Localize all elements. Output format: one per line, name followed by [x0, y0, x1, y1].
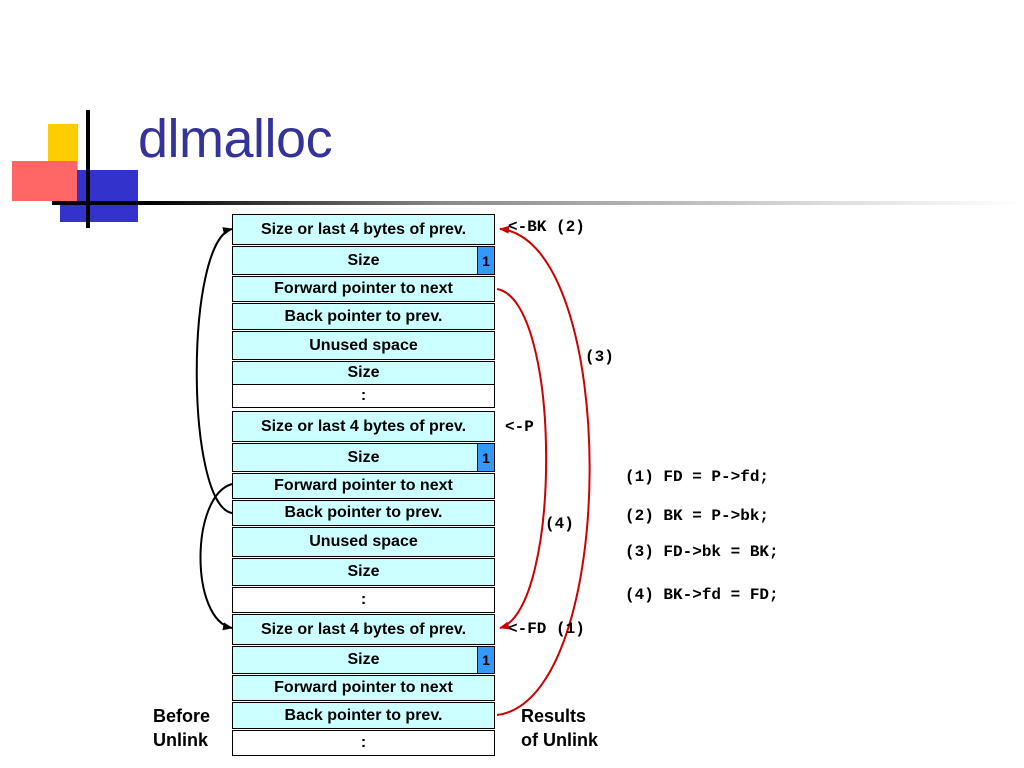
cell-back-1: Back pointer to prev. [232, 303, 495, 330]
vertical-line [86, 110, 90, 228]
cell-forward-2: Forward pointer to next [232, 473, 495, 499]
cell-size-2: Size 1 [232, 443, 495, 472]
cell-size-prev-1: Size or last 4 bytes of prev. [232, 214, 495, 245]
cell-size-label: Size [347, 251, 380, 269]
decorative-squares [12, 110, 138, 228]
cell-gap-1: : [232, 384, 495, 408]
cell-gap-3: : [232, 730, 495, 756]
cell-size-label: Size [347, 651, 380, 668]
slide-title: dlmalloc [138, 109, 333, 169]
step-2: (2) BK = P->bk; [625, 507, 770, 525]
label-bk: <-BK (2) [508, 218, 585, 236]
cell-gap-2: : [232, 587, 495, 613]
caption-results-line2: of Unlink [521, 730, 598, 750]
cell-size-3: Size 1 [232, 646, 495, 674]
caption-before-line1: Before [153, 706, 211, 726]
caption-results: Results of Unlink [521, 704, 598, 752]
forward-pointer-arrow [199, 483, 233, 631]
in-use-bit: 1 [477, 647, 494, 673]
cell-size-label: Size [347, 448, 380, 466]
caption-results-line1: Results [521, 706, 587, 726]
cell-forward-3: Forward pointer to next [232, 675, 495, 701]
caption-before-line2: Unlink [153, 730, 209, 750]
in-use-bit: 1 [477, 444, 494, 471]
result-arrow-4 [496, 288, 548, 630]
step-1: (1) FD = P->fd; [625, 468, 770, 486]
cell-size-tail-1: Size [232, 361, 495, 385]
label-step-3: (3) [585, 348, 614, 366]
cell-unused-1: Unused space [232, 331, 495, 360]
label-p: <-P [505, 418, 534, 436]
cell-size-1: Size 1 [232, 246, 495, 275]
cell-size-tail-2: Size [232, 558, 495, 586]
cell-forward-1: Forward pointer to next [232, 276, 495, 302]
cell-size-prev-2: Size or last 4 bytes of prev. [232, 411, 495, 442]
cell-back-2: Back pointer to prev. [232, 500, 495, 526]
in-use-bit: 1 [477, 247, 494, 274]
red-square [12, 161, 77, 201]
label-step-4: (4) [545, 515, 574, 533]
step-3: (3) FD->bk = BK; [625, 543, 779, 561]
title-rule [52, 201, 1024, 205]
cell-unused-2: Unused space [232, 527, 495, 557]
back-pointer-arrow [195, 227, 233, 514]
caption-before: Before Unlink [153, 704, 210, 752]
step-4: (4) BK->fd = FD; [625, 586, 779, 604]
cell-back-3: Back pointer to prev. [232, 702, 495, 729]
cell-size-prev-3: Size or last 4 bytes of prev. [232, 614, 495, 645]
label-fd: <-FD (1) [508, 620, 585, 638]
result-arrow-3 [496, 225, 591, 716]
